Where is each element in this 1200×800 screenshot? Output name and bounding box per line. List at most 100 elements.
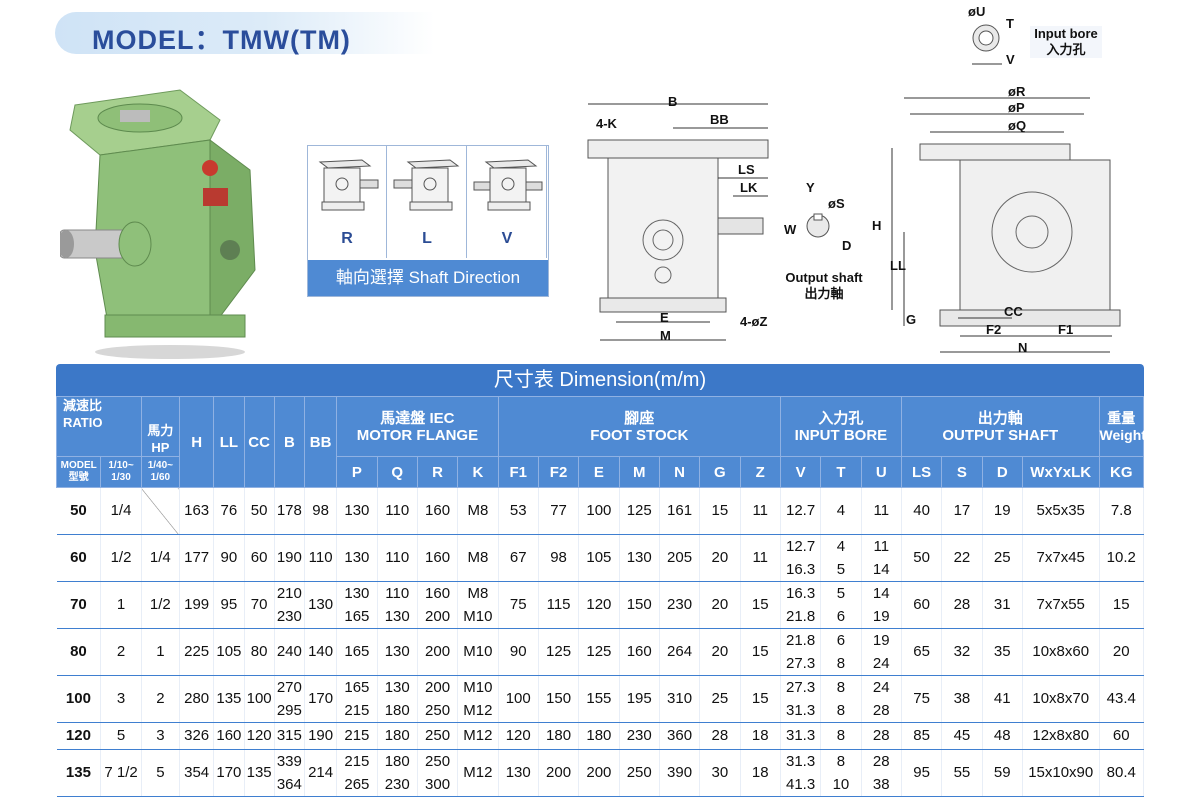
header-b: B [273,396,305,488]
table-cell: 15 [740,675,781,723]
table-cell: 120 [578,581,620,629]
cell-line: 180 [384,702,410,719]
header-cc: CC [243,396,275,488]
header-u: U [860,456,902,488]
header-bb: BB [303,396,338,488]
cell-line: 295 [276,702,302,719]
table-cell: 130 [498,749,539,797]
table-cell: 100 [244,675,275,723]
dim-op: øP [1008,100,1025,115]
cell-line: 14 [872,561,890,578]
dim-y: Y [806,180,815,195]
table-cell: 150 [619,581,660,629]
table-cell: 19 [982,487,1023,535]
dim-n: N [1018,340,1028,355]
table-cell: 17 [941,487,983,535]
table-cell: 160 [417,487,459,535]
table-cell: 190 [304,722,338,750]
table-cell: 160 [417,534,459,582]
model-cell: 120 [56,722,102,750]
table-cell: 40 [901,487,943,535]
table-cell: 100 [578,487,620,535]
table-cell: 225 [179,628,215,676]
cell-line: 250 [425,702,451,719]
table-cell: 28 [861,722,902,750]
table-cell: 98 [304,487,338,535]
output-shaft-drawing [806,213,830,238]
table-cell: 70 [244,581,275,629]
cell-line: 28 [872,702,890,719]
table-cell: 43.4 [1099,675,1145,723]
cell-line: 38 [872,776,890,793]
cell-line: 210 [276,585,302,602]
table-cell: 38 [941,675,983,723]
cell-line: 16.3 [786,561,816,578]
table-title: 尺寸表 Dimension(m/m) [56,364,1144,396]
table-cell: 110 [304,534,338,582]
table-cell: 125 [538,628,580,676]
table-cell: 250 [417,722,459,750]
table-cell: 80.4 [1099,749,1145,797]
table-cell: 130 [304,581,338,629]
dim-os: øS [828,196,845,211]
table-cell: 90 [498,628,539,676]
table-cell: 1 [141,628,181,676]
cell-line: M12 [463,702,493,719]
table-cell: 4 [820,487,862,535]
table-cell: 20 [699,534,741,582]
cell-line: 27.3 [786,655,816,672]
input-bore-drawing [972,24,1002,65]
table-cell: 55 [941,749,983,797]
cell-line: 300 [425,776,451,793]
table-cell: 50 [901,534,943,582]
table-cell: M8 [457,534,499,582]
model-cell: 100 [56,675,102,723]
cell-line: 24 [872,679,890,696]
shaft-direction-caption: 軸向選擇 Shaft Direction [308,260,548,296]
header-d: D [981,456,1023,488]
header-ratio-b: 1/40~ 1/60 [140,456,181,488]
table-cell: 75 [498,581,539,629]
header-f1: F1 [497,456,539,488]
table-cell: 160 [213,722,245,750]
header-p: P [336,456,378,488]
dim-f1: F1 [1058,322,1074,337]
table-cell: 76 [213,487,245,535]
cell-line: 12.7 [786,538,816,555]
dim-w: W [784,222,797,237]
table-cell: 120 [244,722,275,750]
cell-line: 10 [832,776,850,793]
table-cell: 45 [941,722,983,750]
dim-bb: BB [710,112,729,127]
cell-line: 180 [384,753,410,770]
table-cell: 135 [244,749,275,797]
table-cell: 12.7 [780,487,822,535]
table-cell: 214 [304,749,338,797]
header-e: E [578,456,620,488]
dim-b: B [668,94,678,109]
table-cell: 163 [179,487,215,535]
dim-m: M [660,328,671,343]
cell-line: 130 [344,585,370,602]
table-cell: 178 [274,487,305,535]
input-bore-label-zh: 入力孔 [1046,42,1086,57]
header-weight: 重量 Weight [1098,396,1146,457]
table-cell: 30 [699,749,741,797]
table-cell: 105 [578,534,620,582]
table-cell: 165 [336,628,378,676]
cell-line: 339 [276,753,302,770]
model-cell: 70 [56,581,102,629]
cell-line: 8 [836,679,846,696]
